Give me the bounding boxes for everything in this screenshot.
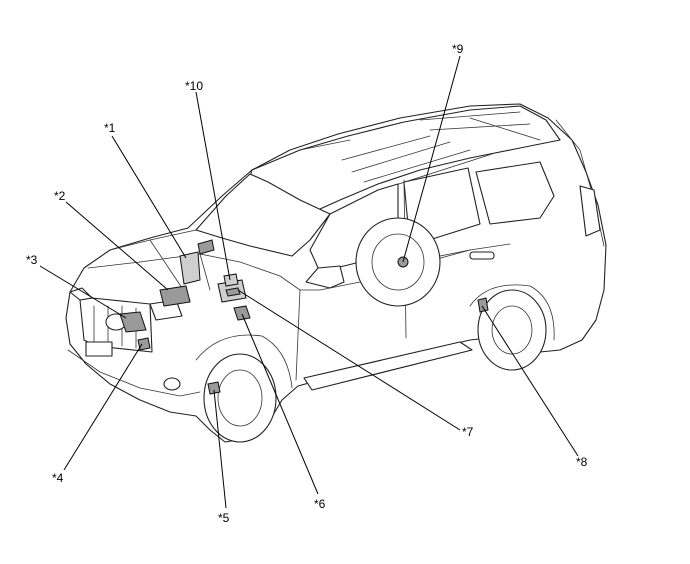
leader-line-3 bbox=[39, 265, 127, 319]
front-wheel bbox=[203, 353, 277, 443]
rear-wheel bbox=[477, 289, 547, 371]
callout-1: *1 bbox=[104, 121, 116, 135]
component-6 bbox=[233, 305, 251, 321]
callout-4: *4 bbox=[52, 471, 64, 485]
leader-line-9 bbox=[402, 55, 461, 263]
side-window-rear bbox=[475, 161, 555, 225]
callout-labels: *1 *2 *3 *4 *5 *6 *7 *8 *9 *10 bbox=[26, 42, 588, 525]
component-8 bbox=[477, 297, 489, 313]
leader-lines bbox=[39, 55, 579, 509]
component-5 bbox=[207, 381, 221, 395]
components bbox=[119, 239, 489, 395]
callout-2: *2 bbox=[54, 189, 66, 203]
leader-line-2 bbox=[65, 201, 169, 291]
tail-light bbox=[579, 185, 601, 237]
callout-10: *10 bbox=[185, 79, 203, 93]
running-board bbox=[303, 341, 473, 391]
leader-line-6 bbox=[241, 313, 319, 495]
callout-9: *9 bbox=[452, 42, 464, 56]
callout-7: *7 bbox=[462, 425, 474, 439]
component-3 bbox=[119, 311, 147, 333]
fog-lamp bbox=[163, 377, 181, 391]
leader-line-5 bbox=[213, 389, 227, 509]
leader-line-1 bbox=[111, 135, 187, 259]
side-mirror bbox=[305, 265, 345, 289]
component-4 bbox=[137, 337, 151, 351]
license-plate bbox=[85, 341, 113, 357]
leader-line-8 bbox=[481, 305, 579, 457]
callout-3: *3 bbox=[26, 253, 38, 267]
leader-line-7 bbox=[237, 289, 461, 431]
door-handle bbox=[469, 251, 495, 260]
suv-illustration bbox=[65, 103, 607, 443]
callout-8: *8 bbox=[576, 455, 588, 469]
leader-line-4 bbox=[63, 343, 143, 471]
leader-line-10 bbox=[195, 91, 231, 281]
callout-5: *5 bbox=[218, 511, 230, 525]
component-10 bbox=[223, 273, 239, 287]
component-2 bbox=[159, 285, 191, 307]
component-1 bbox=[179, 251, 201, 285]
callout-6: *6 bbox=[314, 497, 326, 511]
